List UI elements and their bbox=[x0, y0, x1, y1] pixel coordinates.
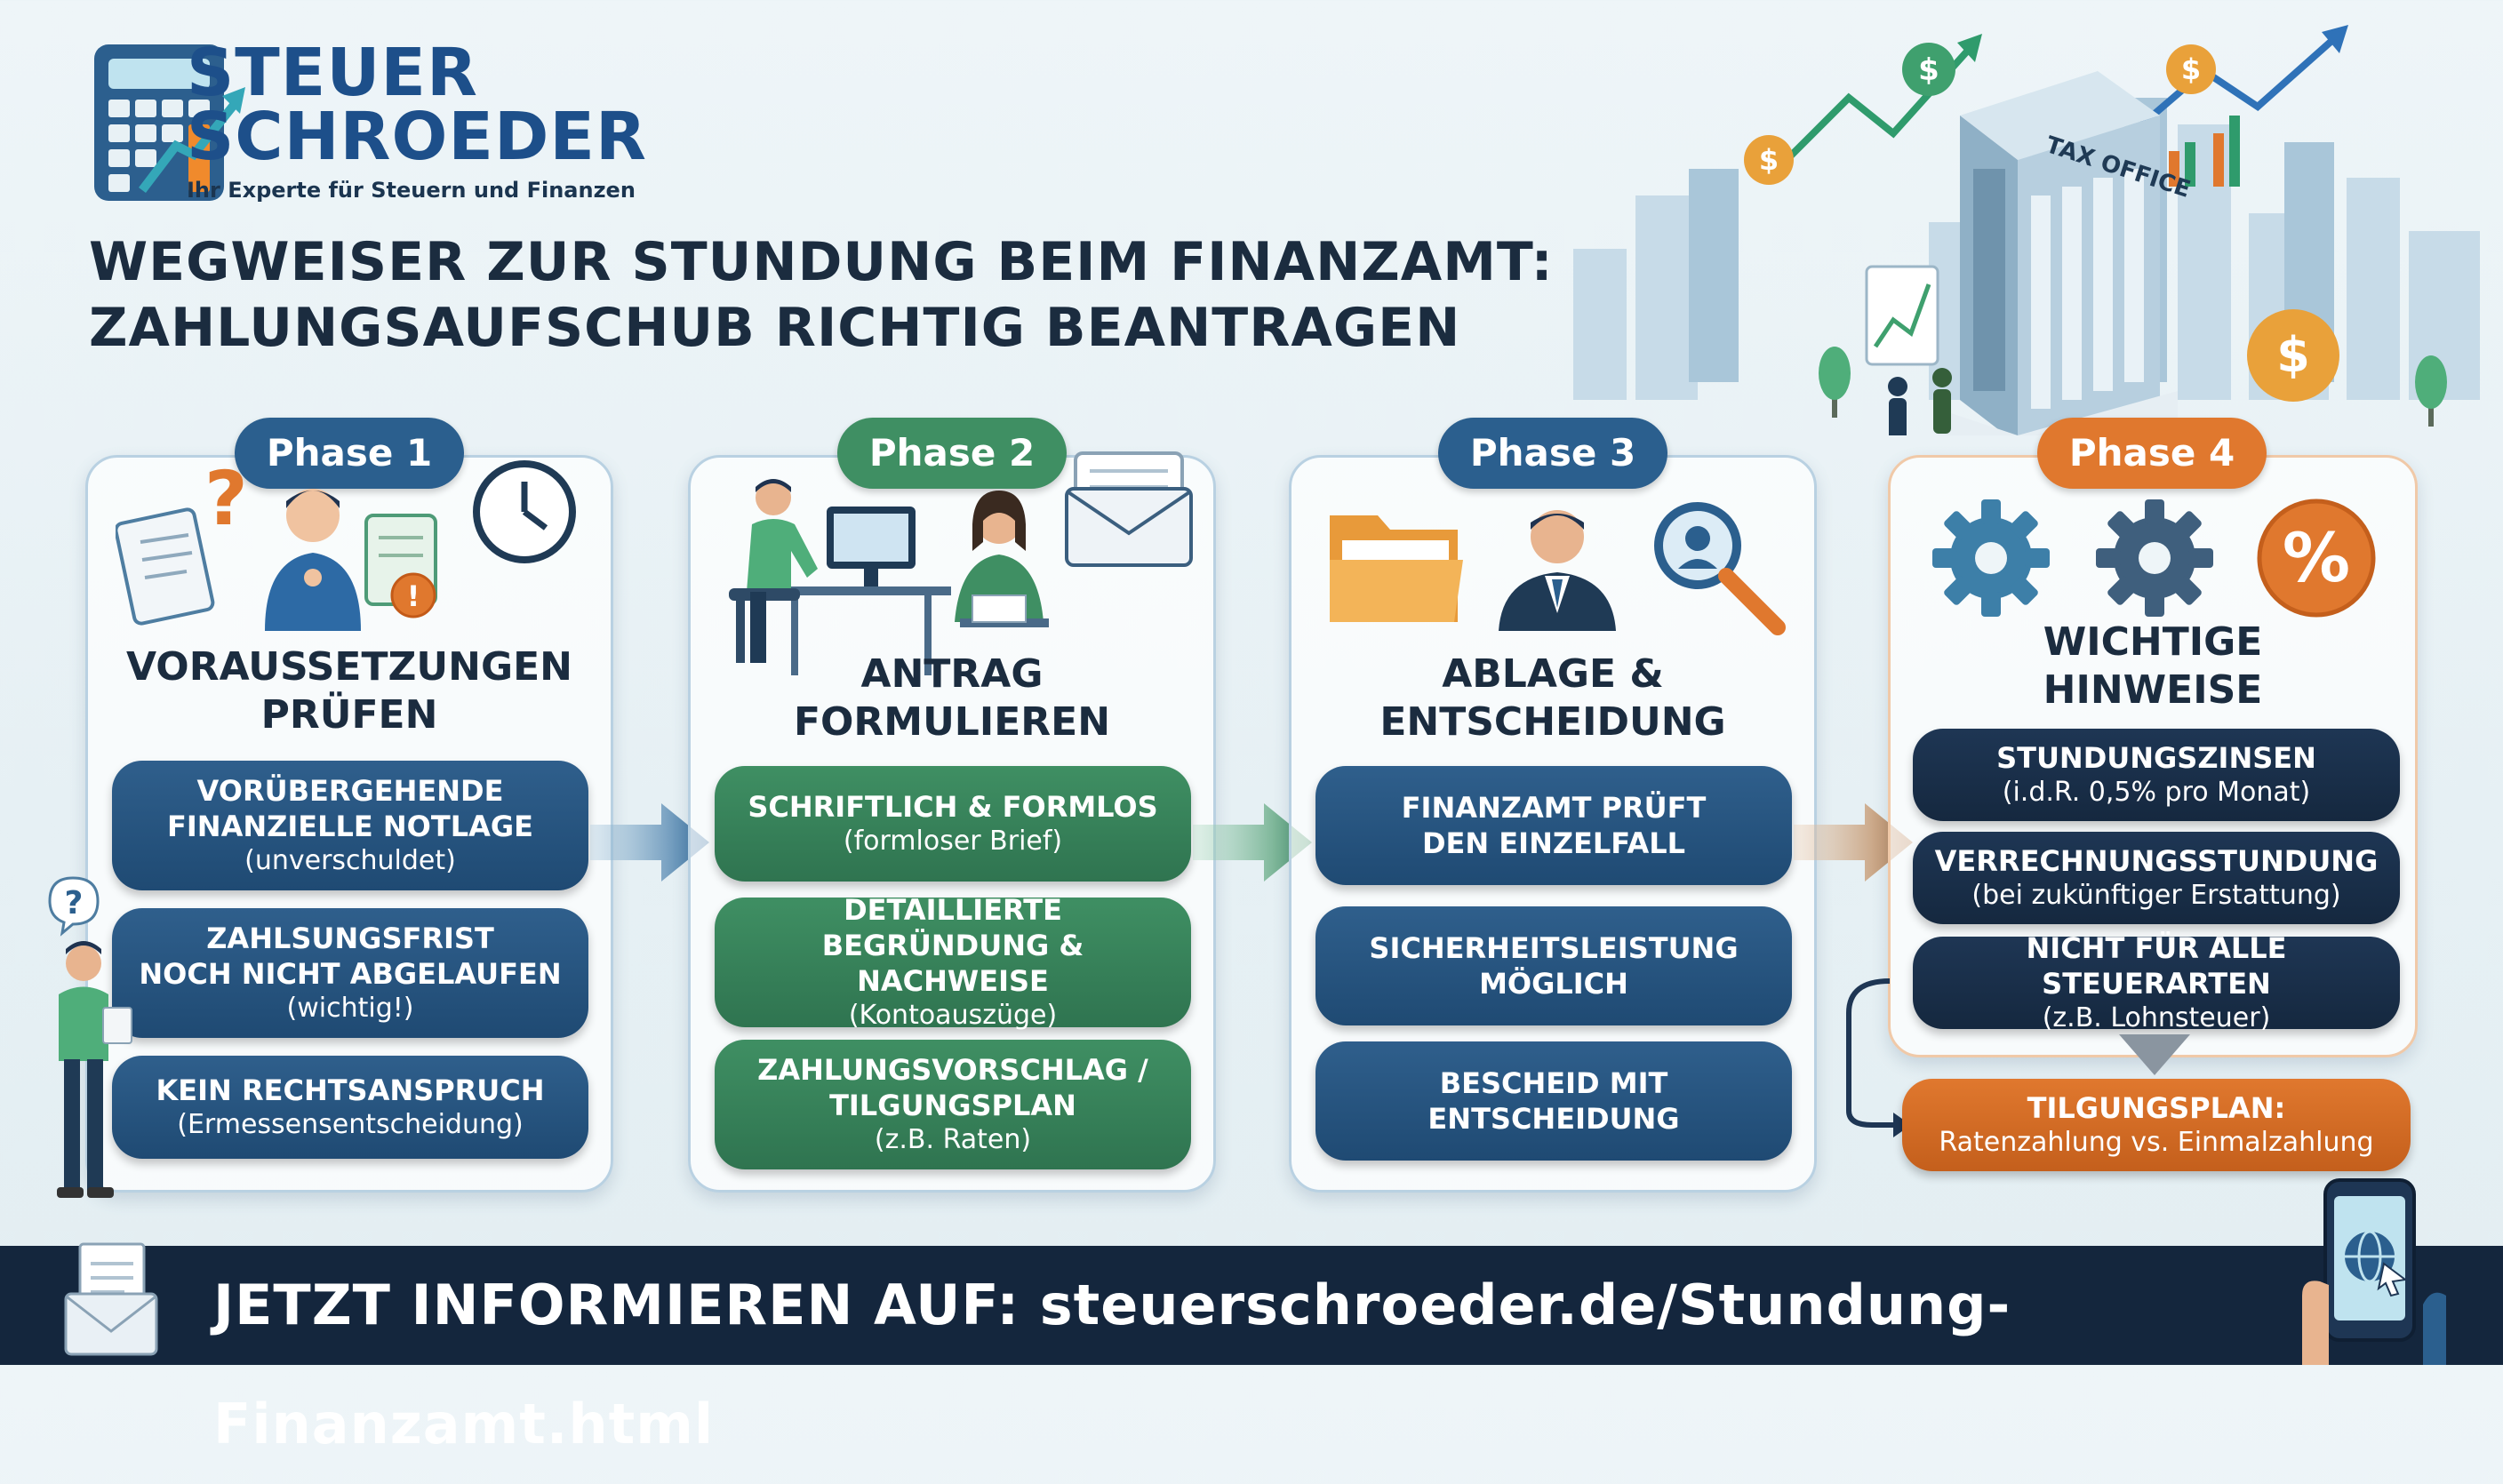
phase-2-label: Phase 2 bbox=[837, 418, 1067, 489]
svg-text:$: $ bbox=[1759, 143, 1779, 177]
phase-2-icons bbox=[729, 451, 1193, 675]
person-reading-icon: ? bbox=[48, 876, 132, 1198]
phase-4-title: WICHTIGE HINWEISE bbox=[2043, 619, 2263, 713]
svg-text:$: $ bbox=[1918, 52, 1939, 88]
arrow-phase-3-to-4 bbox=[1794, 803, 1913, 882]
footer-bar bbox=[0, 1246, 2503, 1365]
phase-3-label: Phase 3 bbox=[1438, 418, 1667, 489]
arrow-phase-1-to-2 bbox=[590, 803, 709, 882]
phase-1-label: Phase 1 bbox=[235, 418, 464, 489]
phase-4-icons: % bbox=[1932, 499, 2376, 618]
envelope-icon bbox=[64, 1242, 158, 1356]
magnifier-search-icon bbox=[1654, 502, 1786, 635]
svg-text:!: ! bbox=[407, 579, 420, 613]
page-title: WEGWEISER ZUR STUNDUNG BEIM FINANZAMT: Z… bbox=[89, 229, 1554, 361]
thinking-person-icon bbox=[265, 489, 361, 631]
phase-3-icons bbox=[1330, 502, 1786, 635]
phase-1-item-1: VORÜBERGEHENDE FINANZIELLE NOTLAGE (unve… bbox=[112, 761, 588, 890]
phase-3-item-1: FINANZAMT PRÜFT DEN EINZELFALL bbox=[1315, 766, 1792, 885]
calculator-logo-icon bbox=[94, 44, 245, 201]
svg-text:%: % bbox=[2283, 518, 2350, 597]
brand-tagline: Ihr Experte für Steuern und Finanzen bbox=[187, 178, 636, 203]
percent-icon: % bbox=[2257, 499, 2376, 618]
phase-4-label: Phase 4 bbox=[2037, 418, 2267, 489]
phase-4-extra-tilgungsplan: TILGUNGSPLAN: Ratenzahlung vs. Einmalzah… bbox=[1902, 1079, 2411, 1171]
brand-line-1: STEUER bbox=[187, 35, 478, 111]
official-person-icon bbox=[1499, 510, 1616, 631]
phase-1-item-2: ZAHLSUNGSFRIST NOCH NICHT ABGELAUFEN (wi… bbox=[112, 908, 588, 1038]
phase-2-item-3: ZAHLUNGSVORSCHLAG / TILGUNGSPLAN (z.B. R… bbox=[715, 1040, 1191, 1169]
phase-3-title: ABLAGE & ENTSCHEIDUNG bbox=[1379, 651, 1726, 745]
person-writing-icon bbox=[955, 491, 1049, 627]
brand-line-2: SCHROEDER bbox=[187, 99, 647, 175]
brand: STEUER SCHROEDER Ihr Experte für Steuern… bbox=[187, 35, 647, 203]
phase-1-item-3: KEIN RECHTSANSPRUCH (Ermessensentscheidu… bbox=[112, 1056, 588, 1159]
document-icon bbox=[116, 507, 215, 626]
phase-2-item-2: DETAILLIERTE BEGRÜNDUNG & NACHWEISE (Kon… bbox=[715, 893, 1191, 1031]
envelope-letter-icon bbox=[1065, 451, 1193, 567]
phase-3-item-3: BESCHEID MIT ENTSCHEIDUNG bbox=[1315, 1041, 1792, 1161]
page-title-line-1: WEGWEISER ZUR STUNDUNG BEIM FINANZAMT: bbox=[89, 231, 1554, 293]
footer-link[interactable]: JETZT INFORMIEREN AUF: steuerschroeder.d… bbox=[213, 1273, 2011, 1456]
phase-1-title: VORAUSSETZUNGEN PRÜFEN bbox=[126, 644, 572, 738]
smartphone-globe-icon bbox=[2302, 1178, 2446, 1365]
svg-text:?: ? bbox=[65, 885, 84, 922]
svg-text:$: $ bbox=[2181, 52, 2201, 86]
phase-1-icons: ? ! bbox=[116, 455, 576, 631]
question-mark-icon: ? bbox=[204, 455, 248, 542]
page-title-line-2: ZAHLUNGSAUFSCHUB RICHTIG BEANTRAGEN bbox=[89, 297, 1461, 359]
phase-3-item-2: SICHERHEITSLEISTUNG MÖGLICH bbox=[1315, 906, 1792, 1025]
folder-icon bbox=[1330, 515, 1463, 622]
phase-4-item-2: VERRECHNUNGSSTUNDUNG (bei zukünftiger Er… bbox=[1913, 832, 2400, 924]
clock-icon bbox=[473, 460, 576, 563]
phase-2-title: ANTRAG FORMULIEREN bbox=[793, 651, 1111, 745]
warning-document-icon: ! bbox=[364, 514, 437, 618]
tax-office-illustration: $ $ $ $ TAX OFFICE bbox=[1573, 25, 2480, 435]
chevron-down-icon bbox=[2119, 1034, 2190, 1075]
gear-icon bbox=[2096, 499, 2213, 617]
phase-4-item-1: STUNDUNGSZINSEN (i.d.R. 0,5% pro Monat) bbox=[1913, 729, 2400, 821]
gear-icon bbox=[1932, 499, 2050, 617]
phase-2-item-1: SCHRIFTLICH & FORMLOS (formloser Brief) bbox=[715, 766, 1191, 882]
arrow-phase-2-to-3 bbox=[1193, 803, 1312, 882]
phase-4-item-3: NICHT FÜR ALLE STEUERARTEN (z.B. Lohnste… bbox=[1913, 931, 2400, 1033]
svg-text:$: $ bbox=[2276, 327, 2310, 383]
person-at-computer-icon bbox=[729, 479, 951, 675]
